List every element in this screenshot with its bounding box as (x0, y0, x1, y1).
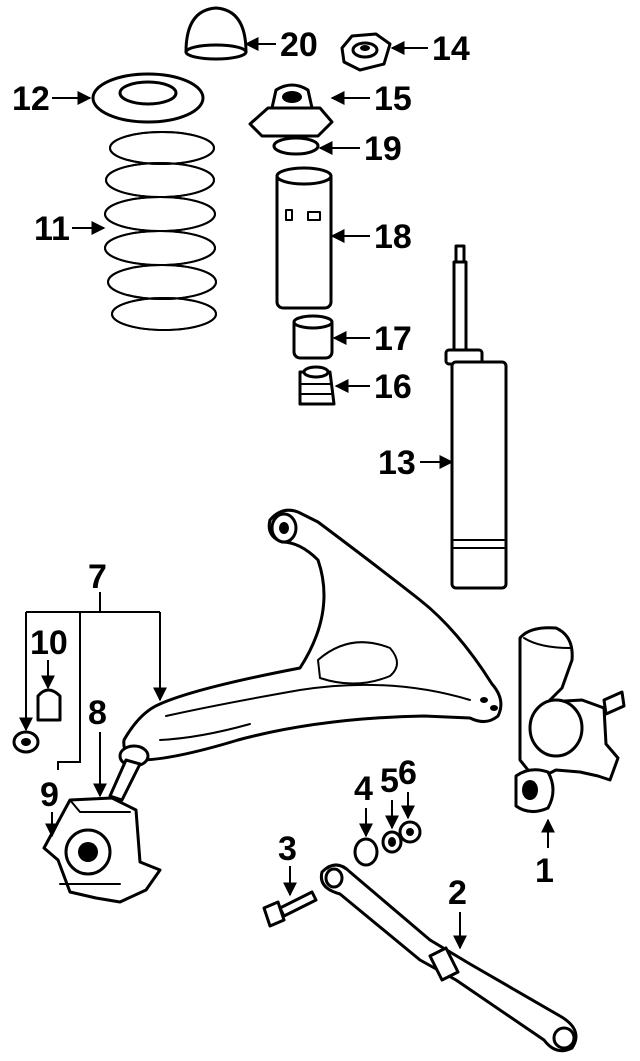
callout-14: 14 (432, 30, 470, 68)
part-bushing-mount (42, 796, 162, 904)
callout-16: 16 (374, 368, 412, 406)
part-washer (272, 136, 320, 156)
part-ball-joint-stud (108, 758, 142, 802)
callout-5: 5 (380, 762, 399, 800)
part-bump-stop (292, 314, 334, 360)
callout-3: 3 (278, 830, 297, 868)
part-nut-6 (398, 820, 422, 844)
part-dust-cap (184, 6, 248, 61)
callout-18: 18 (374, 218, 412, 256)
part-steering-knuckle (514, 626, 626, 813)
part-shock-absorber (444, 244, 508, 590)
leader-lines (19, 37, 555, 950)
callout-15: 15 (374, 80, 412, 118)
callout-12: 12 (12, 80, 50, 118)
part-nut-7 (12, 730, 40, 754)
part-lower-control-arm (118, 508, 503, 768)
callout-1: 1 (535, 852, 554, 890)
part-strut-mount (248, 83, 334, 138)
callout-11: 11 (34, 210, 70, 248)
callout-6: 6 (398, 754, 417, 792)
callout-7: 7 (88, 558, 107, 596)
callout-labels: 1 2 3 4 5 6 7 8 9 10 11 12 13 14 15 16 1… (12, 26, 554, 912)
part-trailing-link (319, 863, 578, 1053)
callout-13: 13 (378, 444, 416, 482)
part-mount-plate (340, 32, 392, 72)
callout-8: 8 (88, 694, 107, 732)
part-washer-4 (353, 837, 379, 867)
part-coil-spring (104, 131, 217, 331)
callout-20: 20 (280, 26, 318, 64)
callout-19: 19 (364, 130, 402, 168)
callout-2: 2 (448, 874, 467, 912)
part-dust-boot (275, 166, 333, 310)
part-spring-seat (91, 72, 205, 124)
callout-4: 4 (354, 770, 373, 808)
part-bushing-cap (36, 688, 62, 722)
callout-9: 9 (40, 776, 59, 814)
callout-10: 10 (30, 624, 68, 662)
part-nut-5 (381, 830, 403, 854)
callout-17: 17 (374, 320, 412, 358)
part-jounce-bumper (298, 365, 336, 406)
part-bolt (262, 890, 318, 928)
